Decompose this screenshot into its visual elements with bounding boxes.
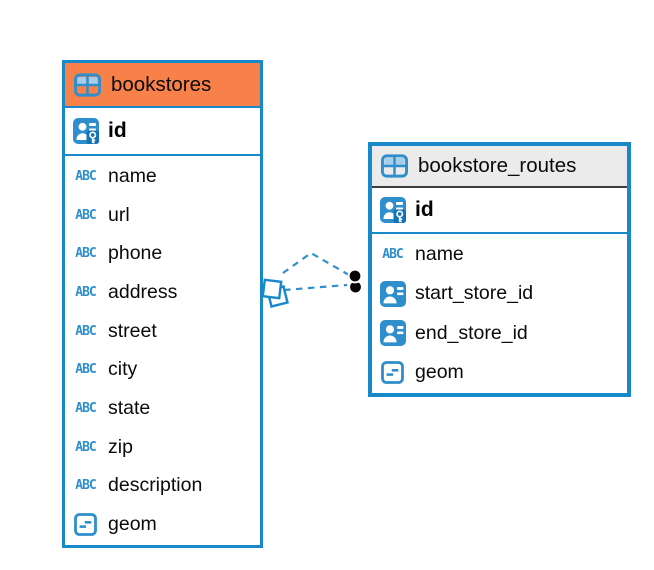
- text-type-icon: ABC: [75, 284, 96, 300]
- geometry-type-icon: [72, 513, 99, 537]
- table-bookstore-routes[interactable]: bookstore_routes id: [368, 142, 631, 397]
- text-type-icon: ABC: [75, 246, 96, 262]
- table-bookstores[interactable]: bookstores id: [62, 60, 263, 548]
- column-name: phone: [108, 242, 163, 265]
- column-row[interactable]: ABC name: [65, 157, 260, 196]
- column-row[interactable]: ABC city: [65, 351, 260, 390]
- text-type-icon: ABC: [75, 362, 96, 378]
- table-header-bookstores[interactable]: bookstores: [65, 63, 260, 106]
- column-name: state: [108, 397, 151, 420]
- text-type-icon: ABC: [75, 207, 96, 223]
- column-name: url: [108, 203, 130, 226]
- column-row[interactable]: ABC address: [65, 273, 260, 312]
- primary-key-name: id: [108, 119, 127, 142]
- table-title: bookstores: [111, 72, 212, 96]
- columns-list: ABC name start_store_id: [372, 234, 627, 393]
- column-name: description: [108, 474, 203, 497]
- column-row[interactable]: ABC state: [65, 389, 260, 428]
- relation-target-dot-markers: [347, 268, 363, 295]
- column-row[interactable]: end_store_id: [372, 314, 627, 353]
- table-title: bookstore_routes: [418, 154, 577, 177]
- column-name: geom: [108, 513, 157, 536]
- column-name: zip: [108, 435, 133, 458]
- table-header-bookstore-routes[interactable]: bookstore_routes: [372, 146, 627, 186]
- header-divider: [372, 186, 627, 188]
- primary-key-icon: [72, 118, 99, 144]
- column-row[interactable]: ABC description: [65, 467, 260, 506]
- text-type-icon: ABC: [75, 168, 96, 184]
- column-row[interactable]: ABC street: [65, 312, 260, 351]
- text-type-icon: ABC: [75, 478, 96, 494]
- relation-line[interactable]: [283, 283, 348, 292]
- text-type-icon: ABC: [382, 247, 403, 263]
- text-type-icon: ABC: [75, 401, 96, 417]
- relation-line[interactable]: [282, 251, 350, 276]
- table-icon: [381, 154, 408, 178]
- column-name: start_store_id: [415, 282, 534, 305]
- primary-key-icon: [379, 197, 406, 223]
- pk-divider: [372, 232, 627, 234]
- column-name: city: [108, 358, 138, 381]
- column-name: name: [415, 243, 464, 266]
- column-row[interactable]: start_store_id: [372, 274, 627, 313]
- header-divider: [65, 106, 260, 108]
- text-type-icon: ABC: [75, 439, 96, 455]
- primary-key-name: id: [415, 198, 434, 221]
- pk-divider: [65, 154, 260, 156]
- column-name: street: [108, 319, 157, 342]
- reference-id-icon: [379, 280, 406, 307]
- table-icon: [74, 72, 101, 97]
- column-row[interactable]: ABC url: [65, 196, 260, 235]
- text-type-icon: ABC: [75, 323, 96, 339]
- column-row[interactable]: ABC phone: [65, 234, 260, 273]
- relation-source-diamond-markers: [261, 278, 289, 308]
- geometry-type-icon: [379, 360, 406, 384]
- column-name: name: [108, 164, 157, 187]
- primary-key-row[interactable]: id: [65, 108, 260, 154]
- column-row[interactable]: ABC name: [372, 235, 627, 274]
- column-row[interactable]: ABC zip: [65, 428, 260, 467]
- column-name: address: [108, 280, 178, 303]
- column-name: end_store_id: [415, 321, 528, 344]
- primary-key-row[interactable]: id: [372, 188, 627, 232]
- column-name: geom: [415, 360, 464, 383]
- columns-list: ABC name ABC url ABC phone ABC address A…: [65, 156, 260, 545]
- column-row[interactable]: geom: [65, 505, 260, 544]
- column-row[interactable]: geom: [372, 353, 627, 392]
- reference-id-icon: [379, 320, 406, 347]
